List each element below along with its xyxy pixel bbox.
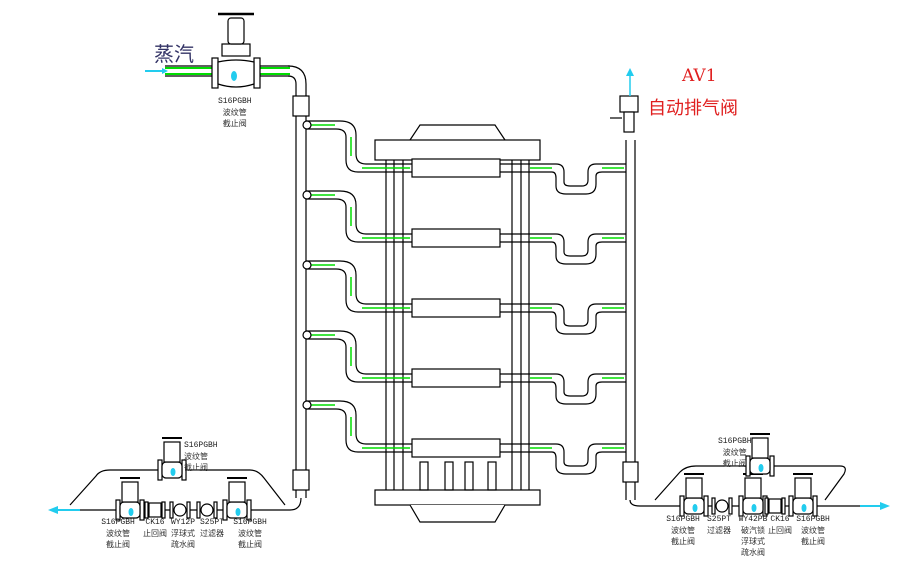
right-header-pipe xyxy=(622,140,639,500)
steam-inlet-arrowhead xyxy=(162,68,168,74)
right-group-label: S16PGBH 波纹管截止阀 xyxy=(663,514,703,547)
radiator-coil-5 xyxy=(302,400,626,475)
valve-code: WY12P xyxy=(170,518,195,527)
inlet-valve-label: S16PGBH 波纹管 截止阀 xyxy=(218,96,252,129)
radiator-frame xyxy=(374,124,541,523)
valve-code: CK16 xyxy=(770,515,790,524)
valve-line1: 破汽锁 xyxy=(741,526,765,535)
left-group-label: S16PGBH 波纹管截止阀 xyxy=(98,517,138,550)
right-group-label: WY42PB 破汽锁浮球式疏水阀 xyxy=(733,514,773,558)
valve-line1: 波纹管 xyxy=(801,526,825,535)
valve-line2: 截止阀 xyxy=(106,540,130,549)
right-globe-valve-1 xyxy=(679,473,709,517)
valve-line1: 波纹管 xyxy=(106,529,130,538)
right-outlet-arrowhead xyxy=(880,502,890,510)
valve-line1: 波纹管 xyxy=(238,529,262,538)
left-header-pipe xyxy=(292,95,310,498)
valve-code: S16PGBH xyxy=(233,518,267,527)
valve-code: WY42PB xyxy=(738,515,768,524)
left-strainer xyxy=(196,501,218,519)
right-bypass-globe-valve xyxy=(745,433,775,477)
left-outlet-line xyxy=(60,469,302,511)
right-group-label: CK16 止回阀 xyxy=(760,514,800,536)
right-check-valve xyxy=(764,497,786,515)
air-vent-name: 自动排气阀 xyxy=(648,98,738,119)
valve-line1: 波纹管 xyxy=(184,452,208,461)
valve-line1: 过滤器 xyxy=(707,526,731,535)
radiator-coil-3 xyxy=(302,260,626,335)
valve-code: S25PT xyxy=(706,515,731,524)
valve-line1: 止回阀 xyxy=(143,529,167,538)
left-group-label: CK16 止回阀 xyxy=(135,517,175,539)
radiator-coil-1 xyxy=(302,120,626,195)
inlet-globe-valve xyxy=(211,12,261,89)
valve-code: S16PGBH xyxy=(101,518,135,527)
valve-line2: 截止阀 xyxy=(722,459,747,468)
valve-line1: 波纹管 xyxy=(722,448,747,457)
left-group-label: S25PT 过滤器 xyxy=(192,517,232,539)
right-bypass-valve-label: S16PGBH 波纹管 截止阀 xyxy=(718,436,752,469)
valve-code: S16PGBH xyxy=(666,515,700,524)
valve-code: S16PGBH xyxy=(184,441,218,450)
left-outlet-arrowhead xyxy=(48,506,58,514)
valve-line2: 疏水阀 xyxy=(171,540,195,549)
valve-code: S16PGBH xyxy=(218,97,252,106)
valve-code: S16PGBH xyxy=(796,515,830,524)
right-strainer xyxy=(711,497,733,515)
right-group-label: S16PGBH 波纹管截止阀 xyxy=(793,514,833,547)
right-float-trap xyxy=(738,473,768,517)
steam-label: 蒸汽 xyxy=(154,42,194,66)
valve-line2: 截止阀 xyxy=(671,537,695,546)
air-vent-valve xyxy=(610,68,639,133)
left-group-label: WY12P 浮球式疏水阀 xyxy=(163,517,203,550)
left-bypass-globe-valve xyxy=(157,437,187,481)
valve-line1: 波纹管 xyxy=(671,526,695,535)
valve-line3: 疏水阀 xyxy=(741,548,765,557)
valve-code: CK16 xyxy=(145,518,165,527)
valve-line1: 过滤器 xyxy=(200,529,224,538)
valve-code: S25PT xyxy=(199,518,224,527)
left-float-trap xyxy=(169,501,191,519)
valve-code: S16PGBH xyxy=(718,437,752,446)
valve-line2: 截止阀 xyxy=(238,540,262,549)
left-group-label: S16PGBH 波纹管截止阀 xyxy=(230,517,270,550)
valve-line1: 浮球式 xyxy=(171,529,195,538)
radiator-coil-4 xyxy=(302,330,626,405)
left-bypass-valve-label: S16PGBH 波纹管 截止阀 xyxy=(184,440,218,473)
left-globe-valve-2 xyxy=(222,477,252,521)
right-group-label: S25PT 过滤器 xyxy=(699,514,739,536)
valve-line2: 截止阀 xyxy=(222,119,247,128)
air-vent-code: AV1 xyxy=(682,66,717,86)
radiator-coil-2 xyxy=(302,190,626,265)
valve-line1: 止回阀 xyxy=(768,526,792,535)
right-globe-valve-2 xyxy=(788,473,818,517)
left-globe-valve-1 xyxy=(115,477,145,521)
valve-line2: 浮球式 xyxy=(741,537,765,546)
left-check-valve xyxy=(144,501,166,519)
valve-line2: 截止阀 xyxy=(801,537,825,546)
valve-line1: 波纹管 xyxy=(222,108,247,117)
valve-line2: 截止阀 xyxy=(184,463,208,472)
